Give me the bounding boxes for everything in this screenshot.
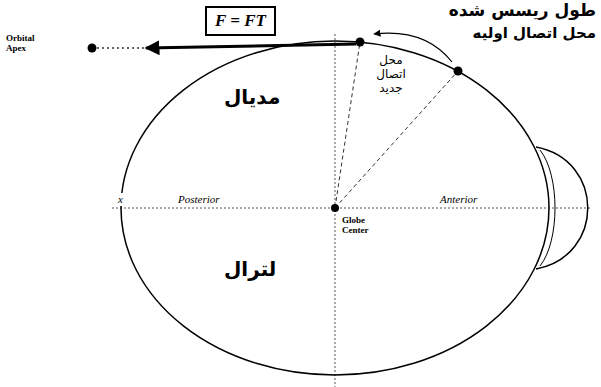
original-insertion-label: محل اتصال اولیه — [471, 25, 598, 42]
force-box: F = FT — [205, 6, 276, 36]
anterior-label: Anterior — [438, 193, 479, 206]
cornea-inner-line — [540, 150, 555, 266]
new-insertion-label: محل اتصال جدید — [368, 54, 414, 95]
cornea-outline — [536, 147, 588, 269]
apex-dotted-line — [92, 47, 150, 49]
horizontal-axis — [112, 208, 592, 209]
apex-label: Orbital Apex — [4, 33, 58, 54]
globe-center-label: Globe Center — [340, 215, 388, 236]
globe-center-dot — [331, 204, 339, 212]
medial-label: مدیال — [222, 86, 282, 109]
new-insertion-radius — [335, 42, 360, 208]
original-insertion-dot — [454, 67, 463, 76]
axis-label: x — [116, 193, 125, 206]
orbital-apex-dot — [88, 44, 97, 53]
force-formula: F = FT — [215, 11, 266, 31]
recessed-length-label: طول ریسس شده — [447, 1, 598, 21]
force-arrow — [146, 44, 356, 48]
posterior-label: Posterior — [176, 193, 222, 206]
lateral-label: لترال — [222, 258, 278, 281]
new-insertion-dot — [356, 38, 365, 47]
globe-outline — [121, 41, 549, 375]
